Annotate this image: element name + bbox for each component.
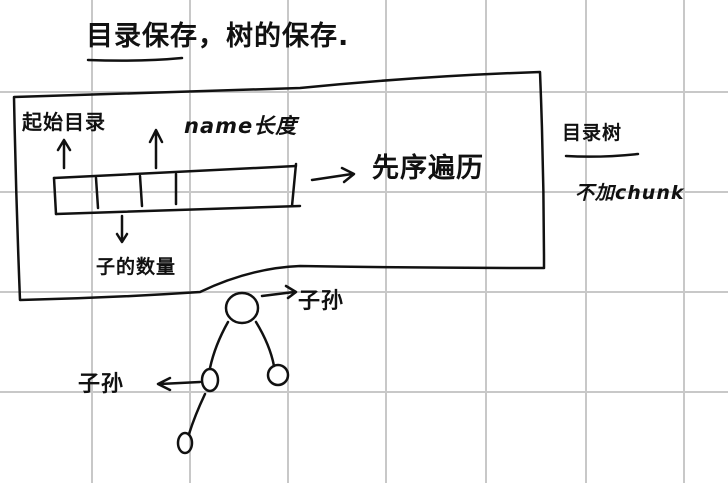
start-dir-label: 起始目录 (22, 110, 106, 134)
arrow-root-child (260, 284, 298, 300)
record-divider (138, 174, 144, 208)
tree-node-right (266, 363, 290, 387)
record-bar-left (52, 176, 58, 216)
no-chunk-label: 不加chunk (575, 182, 685, 204)
child-label-left: 子孙 (78, 372, 125, 397)
record-bar-right (290, 162, 298, 208)
name-length-label: name长度 (184, 114, 298, 138)
outer-box (12, 70, 546, 302)
tree-edge (208, 320, 230, 370)
preorder-label: 先序遍历 (372, 153, 484, 184)
arrow-up-left (56, 138, 72, 170)
tree-edge (254, 320, 276, 368)
tree-edge (187, 392, 207, 436)
arrow-right-preorder (310, 166, 356, 184)
page-title: 目录保存，树的保存. (86, 21, 350, 52)
dir-tree-label: 目录树 (562, 122, 623, 144)
arrow-down-count (115, 214, 129, 244)
right-title-underline (564, 152, 640, 158)
sketch (12, 56, 640, 455)
arrow-up-name (148, 128, 164, 170)
tree-node-left (200, 367, 220, 393)
child-label-right: 子孙 (298, 289, 345, 314)
tree-node-leaf (176, 431, 194, 455)
arrow-left-child (156, 376, 202, 392)
title-underline (86, 56, 184, 62)
record-bar-top (52, 164, 298, 180)
record-bar-bottom (54, 204, 302, 216)
child-count-label: 子的数量 (96, 256, 177, 278)
tree-root-node (224, 291, 260, 325)
record-divider (94, 176, 100, 210)
